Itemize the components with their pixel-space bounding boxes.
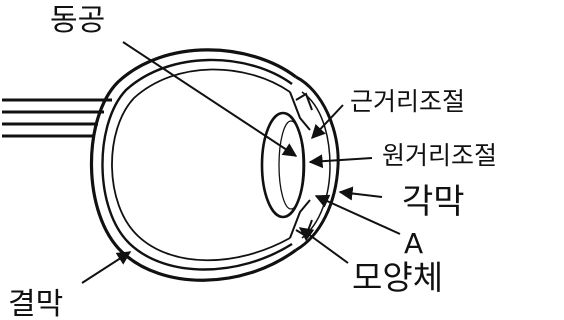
arrow-far-accommodation	[310, 158, 372, 162]
label-conjunctiva: 결막	[8, 287, 63, 320]
label-pupil: 동공	[50, 3, 105, 38]
arrow-cornea	[340, 192, 382, 197]
label-a: A	[404, 227, 423, 260]
arrow-a	[316, 196, 400, 234]
label-far-accommodation: 원거리조절	[382, 141, 497, 170]
label-near-accommodation: 근거리조절	[350, 87, 465, 116]
arrow-conjunctiva	[82, 252, 130, 283]
arrow-ciliary-body	[300, 228, 348, 263]
label-cornea: 각막	[402, 182, 465, 222]
label-ciliary-body: 모양체	[352, 258, 443, 297]
